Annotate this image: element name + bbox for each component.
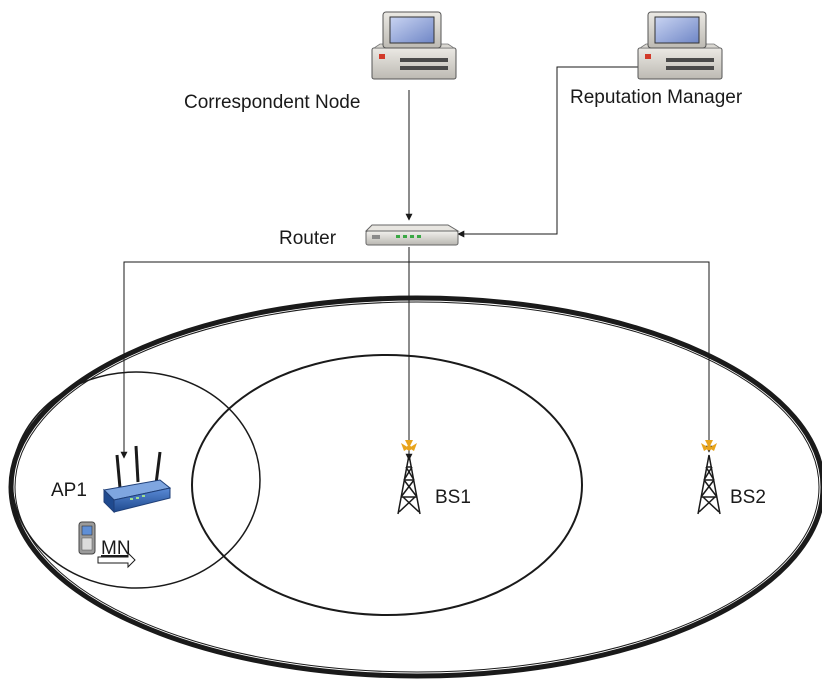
bs1: BS1: [397, 440, 471, 515]
bs2: BS2: [697, 440, 766, 515]
desktop-computer-icon: [371, 11, 457, 80]
correspondent-node-label: Correspondent Node: [184, 92, 360, 113]
bs2-label: BS2: [730, 487, 766, 508]
wireless-access-point-icon: [102, 445, 172, 514]
bs1-label: BS1: [435, 487, 471, 508]
link-router-to-ap1: [120, 261, 409, 459]
ap1-coverage-area: [11, 371, 261, 589]
cell-tower-icon: [397, 440, 421, 515]
bs1-coverage-area: [191, 354, 583, 616]
correspondent-node: Correspondent Node: [184, 11, 457, 113]
connection-lines: [120, 66, 713, 461]
ap1-label: AP1: [51, 480, 87, 501]
link-reputation-to-router: [457, 66, 640, 238]
router-label: Router: [279, 228, 337, 249]
cell-tower-icon: [697, 440, 721, 515]
reputation-manager-label: Reputation Manager: [570, 87, 743, 108]
bs2-coverage-area: [8, 295, 822, 679]
mn-label: MN: [101, 538, 131, 559]
bs2-coverage-inner-ring: [14, 301, 820, 673]
ap1: AP1: [51, 445, 172, 514]
mobile-phone-icon: [78, 521, 96, 555]
link-router-to-bs2: [409, 261, 713, 453]
desktop-computer-icon: [637, 11, 723, 80]
router: Router: [279, 224, 460, 249]
router-icon: [364, 224, 460, 246]
reputation-manager: Reputation Manager: [570, 11, 743, 108]
movement-arrow-icon: [97, 551, 136, 569]
mobile-node: MN: [78, 521, 136, 569]
